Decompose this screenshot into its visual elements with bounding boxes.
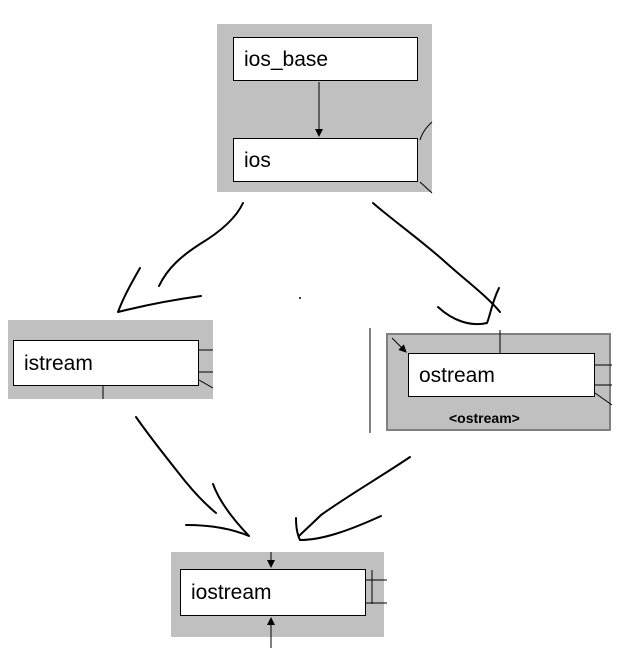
ostream-stub-3 <box>594 392 613 406</box>
ios-base-label: ios_base <box>244 47 329 71</box>
stray-dot <box>299 297 301 299</box>
ios-label: ios <box>244 148 271 172</box>
istream-label: istream <box>24 351 93 375</box>
ios-group-tick <box>419 181 433 194</box>
iostream-label: iostream <box>191 581 272 604</box>
ostream-corner-arrow <box>391 337 407 353</box>
iostream-node[interactable]: iostream <box>180 569 366 616</box>
ios-node[interactable]: ios <box>233 138 418 182</box>
istream-node[interactable]: istream <box>13 340 199 386</box>
ostream-caption: <ostream> <box>449 410 520 426</box>
ostream-node[interactable]: ostream <box>408 353 595 397</box>
ios-base-node[interactable]: ios_base <box>233 37 418 81</box>
handdrawn-ostream-to-iostream <box>295 456 411 541</box>
ostream-label: ostream <box>419 363 495 387</box>
handdrawn-ios-to-istream <box>117 202 244 313</box>
ios-group-arc <box>419 121 433 141</box>
istream-stub-3 <box>198 379 214 389</box>
handdrawn-istream-to-iostream <box>135 416 250 537</box>
handdrawn-ios-to-ostream <box>372 202 501 326</box>
